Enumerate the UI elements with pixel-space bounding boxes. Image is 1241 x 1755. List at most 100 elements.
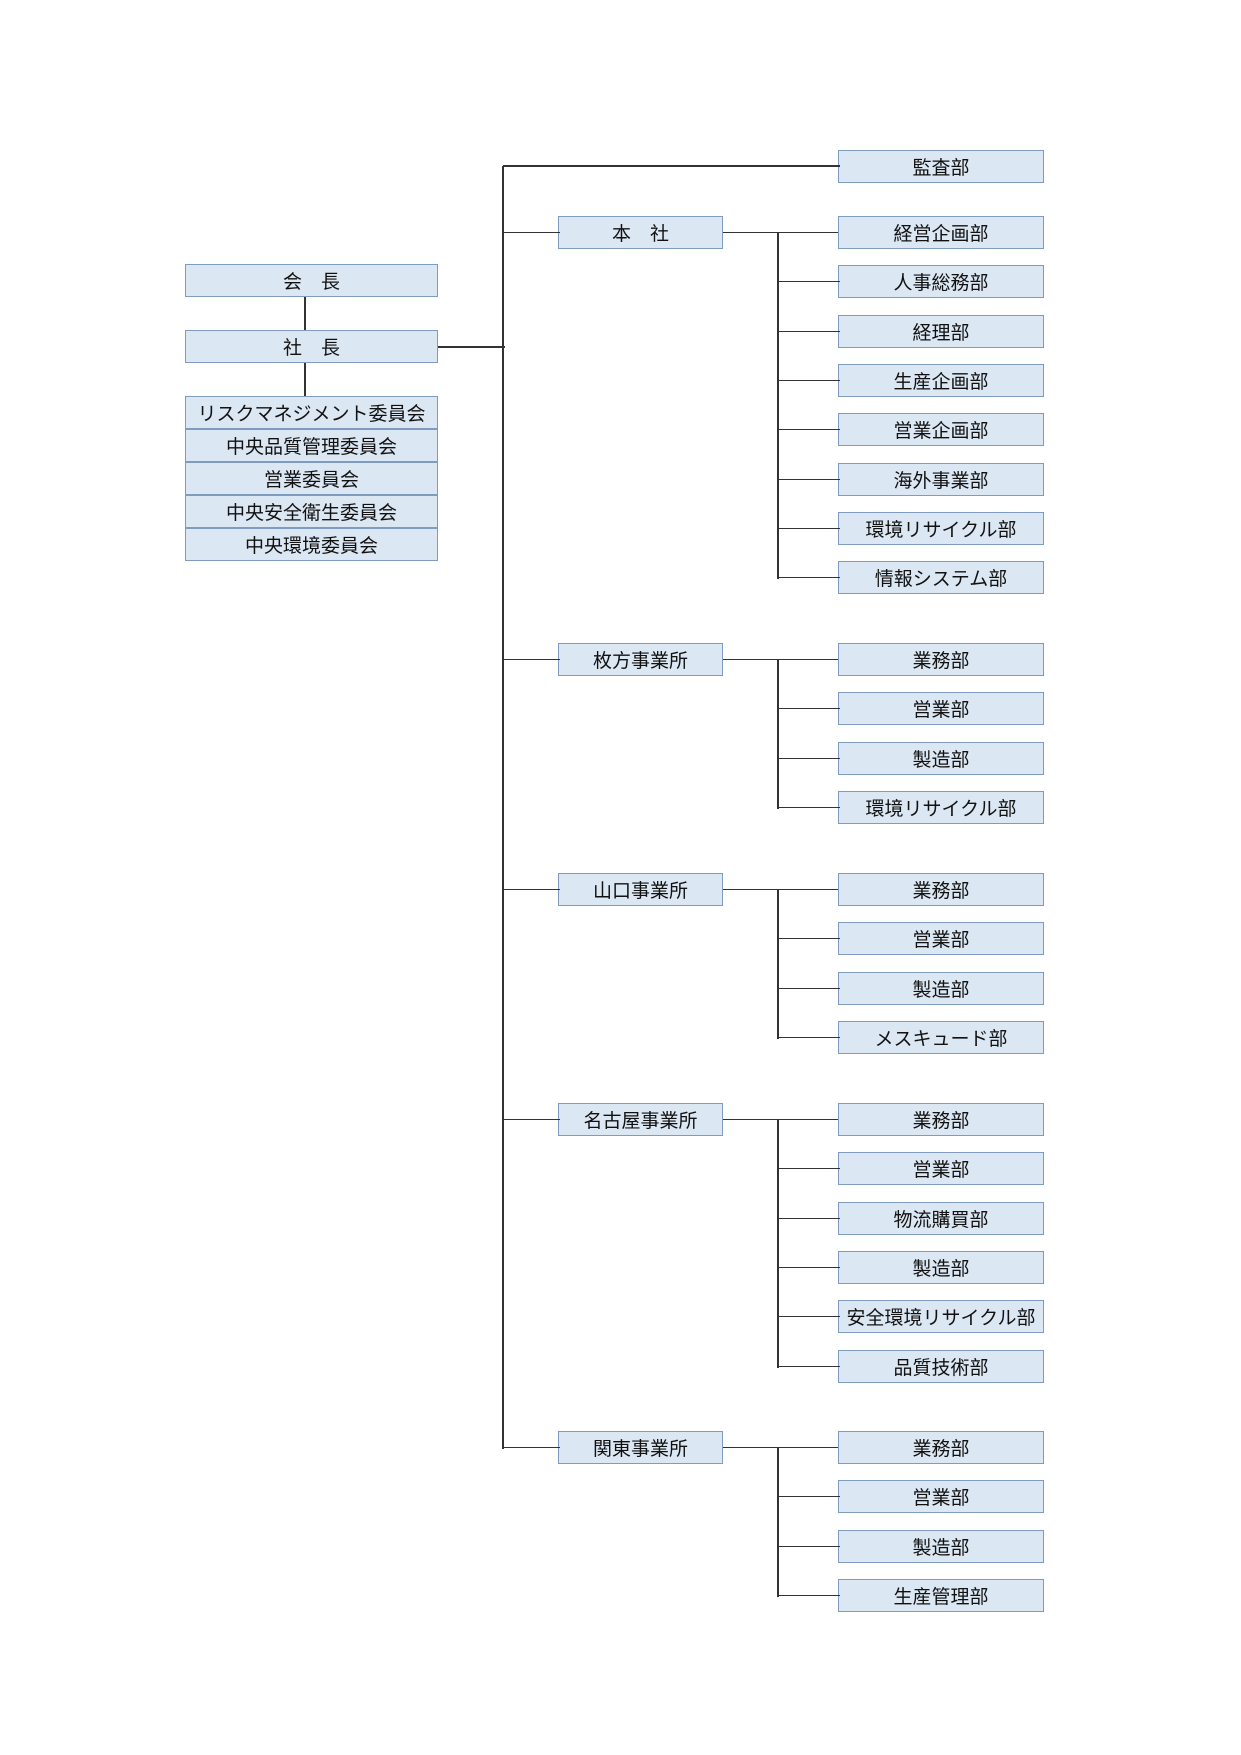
department-box: 業務部 — [838, 873, 1044, 906]
division-box: 本 社 — [558, 216, 723, 249]
president-box: 社 長 — [185, 330, 438, 363]
dept-connector — [778, 806, 840, 809]
department-box: 製造部 — [838, 1251, 1044, 1284]
division-box: 関東事業所 — [558, 1431, 723, 1464]
division-dept-connector — [723, 1118, 840, 1121]
department-box: 製造部 — [838, 972, 1044, 1005]
department-box: メスキュード部 — [838, 1021, 1044, 1054]
division-connector — [503, 1118, 560, 1121]
division-label: 本 社 — [611, 223, 669, 245]
department-label: 海外事業部 — [893, 470, 989, 492]
department-label: 物流購買部 — [893, 1209, 989, 1231]
division-sub-trunk — [777, 889, 779, 1039]
president-label: 社 長 — [282, 337, 340, 359]
dept-connector — [778, 1365, 840, 1368]
dept-connector — [778, 1217, 840, 1220]
audit-dept-label: 監査部 — [912, 157, 970, 179]
department-label: 安全環境リサイクル部 — [846, 1307, 1036, 1329]
dept-connector — [778, 1167, 840, 1170]
dept-connector — [778, 478, 840, 481]
department-label: 業務部 — [912, 880, 970, 902]
department-box: 営業部 — [838, 922, 1044, 955]
department-label: 経営企画部 — [893, 223, 989, 245]
department-label: 営業部 — [912, 1487, 970, 1509]
division-connector — [503, 658, 560, 661]
division-box: 枚方事業所 — [558, 643, 723, 676]
department-box: 物流購買部 — [838, 1202, 1044, 1235]
committee-label: 中央安全衛生委員会 — [225, 502, 397, 524]
dept-connector — [778, 1495, 840, 1498]
department-label: 環境リサイクル部 — [865, 798, 1017, 820]
department-box: 経理部 — [838, 315, 1044, 348]
committee-box: 中央品質管理委員会 — [185, 429, 438, 462]
dept-connector — [778, 379, 840, 382]
department-box: 環境リサイクル部 — [838, 512, 1044, 545]
department-box: 生産管理部 — [838, 1579, 1044, 1612]
department-label: 製造部 — [912, 1258, 970, 1280]
department-box: 環境リサイクル部 — [838, 791, 1044, 824]
dept-connector — [778, 1315, 840, 1318]
department-box: 生産企画部 — [838, 364, 1044, 397]
committee-box: 営業委員会 — [185, 462, 438, 495]
committee-label: 営業委員会 — [263, 469, 359, 491]
department-box: 製造部 — [838, 1530, 1044, 1563]
audit-dept-box: 監査部 — [838, 150, 1044, 183]
division-sub-trunk — [777, 232, 779, 579]
division-sub-trunk — [777, 1119, 779, 1368]
department-label: 生産管理部 — [893, 1586, 989, 1608]
committee-box: 中央環境委員会 — [185, 528, 438, 561]
department-label: 製造部 — [912, 979, 970, 1001]
department-box: 品質技術部 — [838, 1350, 1044, 1383]
committee-box: リスクマネジメント委員会 — [185, 396, 438, 429]
department-box: 営業部 — [838, 1152, 1044, 1185]
department-label: 業務部 — [912, 1438, 970, 1460]
division-label: 関東事業所 — [592, 1438, 688, 1460]
department-box: 営業部 — [838, 1480, 1044, 1513]
dept-connector — [778, 937, 840, 940]
dept-connector — [778, 987, 840, 990]
department-box: 営業企画部 — [838, 413, 1044, 446]
division-dept-connector — [723, 658, 840, 661]
division-connector — [503, 888, 560, 891]
dept-connector — [778, 1266, 840, 1269]
department-box: 業務部 — [838, 1431, 1044, 1464]
department-label: 経理部 — [912, 322, 970, 344]
department-label: メスキュード部 — [874, 1028, 1008, 1050]
department-box: 営業部 — [838, 692, 1044, 725]
division-connector — [503, 1446, 560, 1449]
department-label: 業務部 — [912, 650, 970, 672]
department-label: 営業企画部 — [893, 420, 989, 442]
committee-label: 中央環境委員会 — [244, 535, 378, 557]
department-box: 製造部 — [838, 742, 1044, 775]
department-label: 営業部 — [912, 1159, 970, 1181]
dept-connector — [778, 280, 840, 283]
dept-connector — [778, 576, 840, 579]
department-label: 情報システム部 — [874, 568, 1008, 590]
department-label: 品質技術部 — [893, 1357, 989, 1379]
department-box: 情報システム部 — [838, 561, 1044, 594]
division-label: 枚方事業所 — [592, 650, 688, 672]
main-trunk — [502, 166, 504, 1449]
president-trunk-connector — [438, 346, 505, 348]
dept-connector — [778, 1594, 840, 1597]
division-box: 山口事業所 — [558, 873, 723, 906]
department-label: 環境リサイクル部 — [865, 519, 1017, 541]
department-box: 業務部 — [838, 1103, 1044, 1136]
division-sub-trunk — [777, 1447, 779, 1597]
chairman-box: 会 長 — [185, 264, 438, 297]
chairman-president-connector — [304, 297, 306, 332]
dept-connector — [778, 707, 840, 710]
audit-connector — [503, 165, 840, 167]
department-box: 海外事業部 — [838, 463, 1044, 496]
department-label: 営業部 — [912, 699, 970, 721]
department-label: 人事総務部 — [893, 272, 989, 294]
division-label: 名古屋事業所 — [583, 1110, 698, 1132]
committee-label: 中央品質管理委員会 — [225, 436, 397, 458]
division-label: 山口事業所 — [592, 880, 688, 902]
dept-connector — [778, 1545, 840, 1548]
committee-label: リスクマネジメント委員会 — [197, 403, 426, 425]
department-label: 製造部 — [912, 1537, 970, 1559]
division-sub-trunk — [777, 659, 779, 809]
department-label: 生産企画部 — [893, 371, 989, 393]
